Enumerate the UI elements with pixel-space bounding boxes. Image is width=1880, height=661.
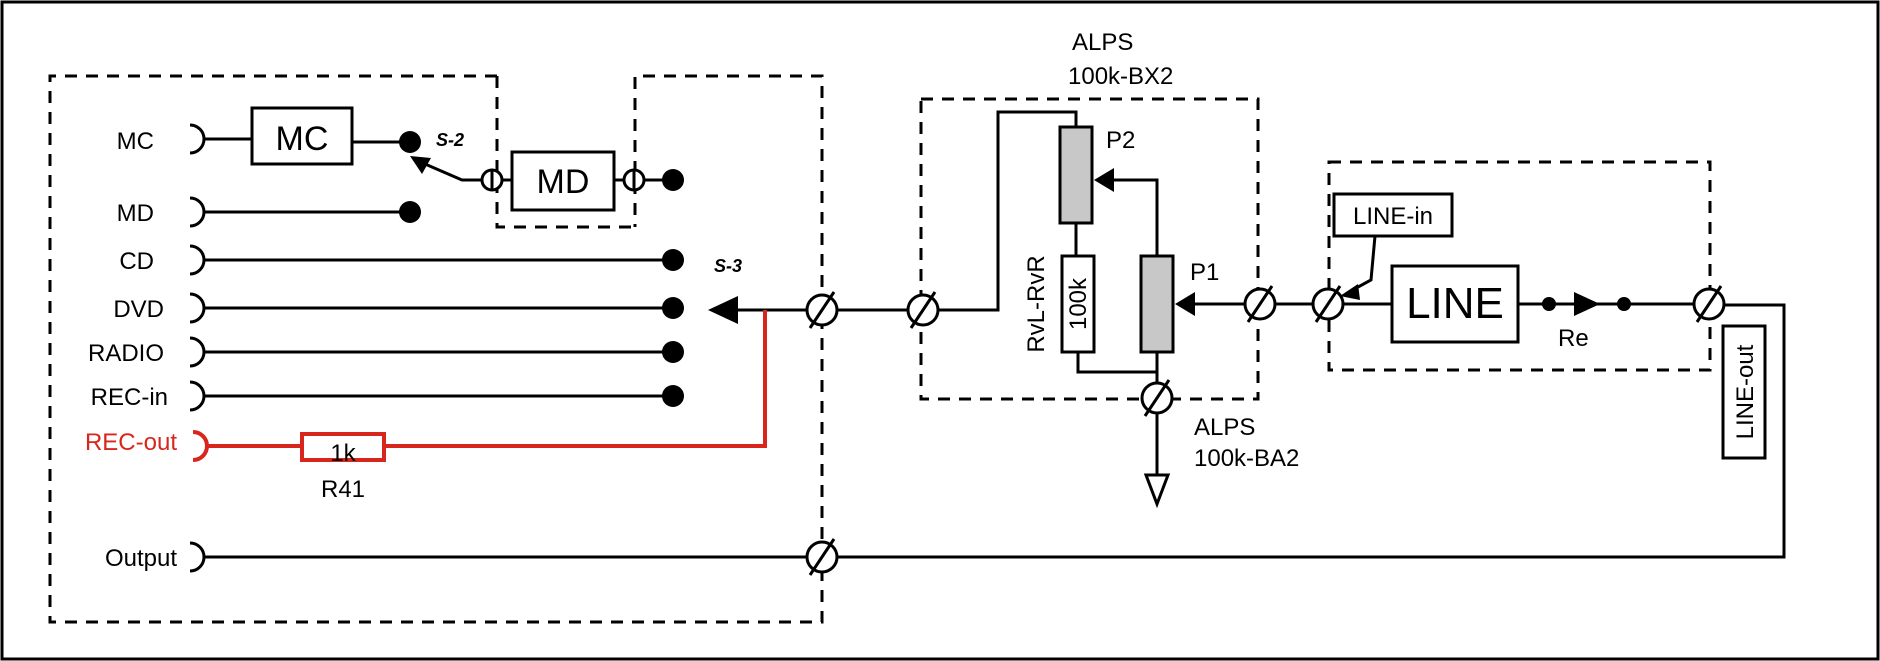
output-return-wire	[837, 303, 1786, 559]
label-cd: CD	[119, 248, 154, 275]
jack-rec-in	[189, 380, 672, 412]
s3-arrow-icon	[708, 296, 738, 324]
jack-radio	[189, 336, 672, 368]
s2-label: S-2	[436, 130, 464, 150]
line-amp-block	[1390, 264, 1520, 344]
switch-contact-radio	[662, 341, 684, 363]
p2-maker: ALPS	[1072, 29, 1133, 56]
label-rec-in: REC-in	[91, 384, 168, 411]
s3-label: S-3	[714, 256, 742, 276]
switch-contact-md	[399, 201, 421, 223]
p2-label: P2	[1106, 127, 1135, 154]
jack-dvd	[189, 292, 672, 324]
jack-mc	[189, 123, 252, 155]
line-in-label: LINE-in	[1353, 203, 1433, 230]
mc-amp-block: MC	[250, 106, 402, 166]
label-md: MD	[117, 200, 154, 227]
connector-line-in	[1311, 285, 1345, 323]
p2-part: 100k-BX2	[1068, 63, 1173, 90]
p1-part: 100k-BA2	[1194, 445, 1299, 472]
line-out-label: LINE-out	[1732, 344, 1759, 439]
p2-wiper-arrow-icon	[1094, 168, 1114, 192]
balance-name: RvL-RvR	[1023, 255, 1050, 352]
re-label: Re	[1558, 325, 1589, 352]
r41-value: 1k	[330, 440, 356, 467]
connector-ground	[1140, 379, 1174, 417]
jack-output	[189, 541, 812, 573]
label-mc: MC	[117, 128, 154, 155]
balance-value: 100k	[1065, 277, 1092, 330]
switch-contact-rec-in	[662, 385, 684, 407]
switch-contact-md-out	[662, 169, 684, 191]
dashed-enclosures	[48, 74, 1712, 624]
pot-p1	[1139, 254, 1175, 354]
label-radio: RADIO	[88, 340, 164, 367]
s2-wiper	[424, 162, 482, 182]
jack-cd	[189, 244, 672, 276]
mc-amp-label: MC	[276, 120, 329, 158]
line-in-box	[1332, 192, 1454, 238]
rec-out-path	[192, 310, 767, 462]
label-rec-out: REC-out	[85, 429, 177, 456]
connector-selector-out	[805, 291, 839, 329]
p1-maker: ALPS	[1194, 414, 1255, 441]
ground-icon	[1143, 473, 1171, 509]
connector-output	[805, 538, 839, 576]
switch-contact-dvd	[662, 297, 684, 319]
line-out-box	[1721, 324, 1767, 460]
line-amp-label: LINE	[1406, 279, 1504, 328]
md-amp-label: MD	[537, 163, 590, 201]
input-jacks	[189, 123, 812, 573]
s2-arrow-icon	[410, 156, 431, 174]
switch-contact-mc	[399, 131, 421, 153]
pot-p2	[1058, 125, 1094, 225]
p1-wiper-arrow-icon	[1175, 292, 1195, 316]
jack-md	[189, 196, 410, 228]
connector-volume-out	[1243, 285, 1277, 323]
re-arrow-icon	[1574, 292, 1600, 316]
connector-line-out	[1692, 285, 1726, 323]
re-contact-left	[1542, 297, 1556, 311]
r41-name: R41	[321, 476, 365, 503]
label-dvd: DVD	[113, 296, 164, 323]
line-in-arrow-icon	[1340, 284, 1360, 300]
connector-volume-in	[906, 291, 940, 329]
p1-label: P1	[1190, 259, 1219, 286]
label-output: Output	[105, 545, 177, 572]
md-amp-block: MD	[480, 150, 664, 212]
switch-contact-cd	[662, 249, 684, 271]
